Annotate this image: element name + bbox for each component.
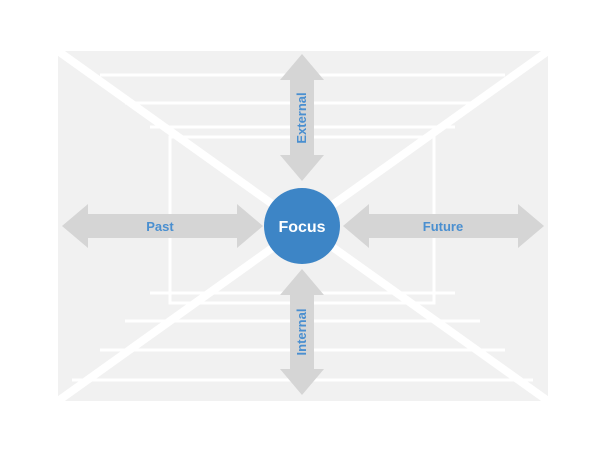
focus-label: Focus	[278, 219, 325, 236]
external-label: External	[294, 92, 309, 143]
internal-label: Internal	[294, 309, 309, 356]
internal-arrow	[280, 269, 324, 395]
external-arrow	[280, 54, 324, 181]
past-arrow	[62, 204, 263, 248]
focus-circle	[264, 188, 340, 264]
past-label: Past	[146, 219, 174, 234]
future-arrow	[343, 204, 544, 248]
future-label: Future	[423, 219, 463, 234]
